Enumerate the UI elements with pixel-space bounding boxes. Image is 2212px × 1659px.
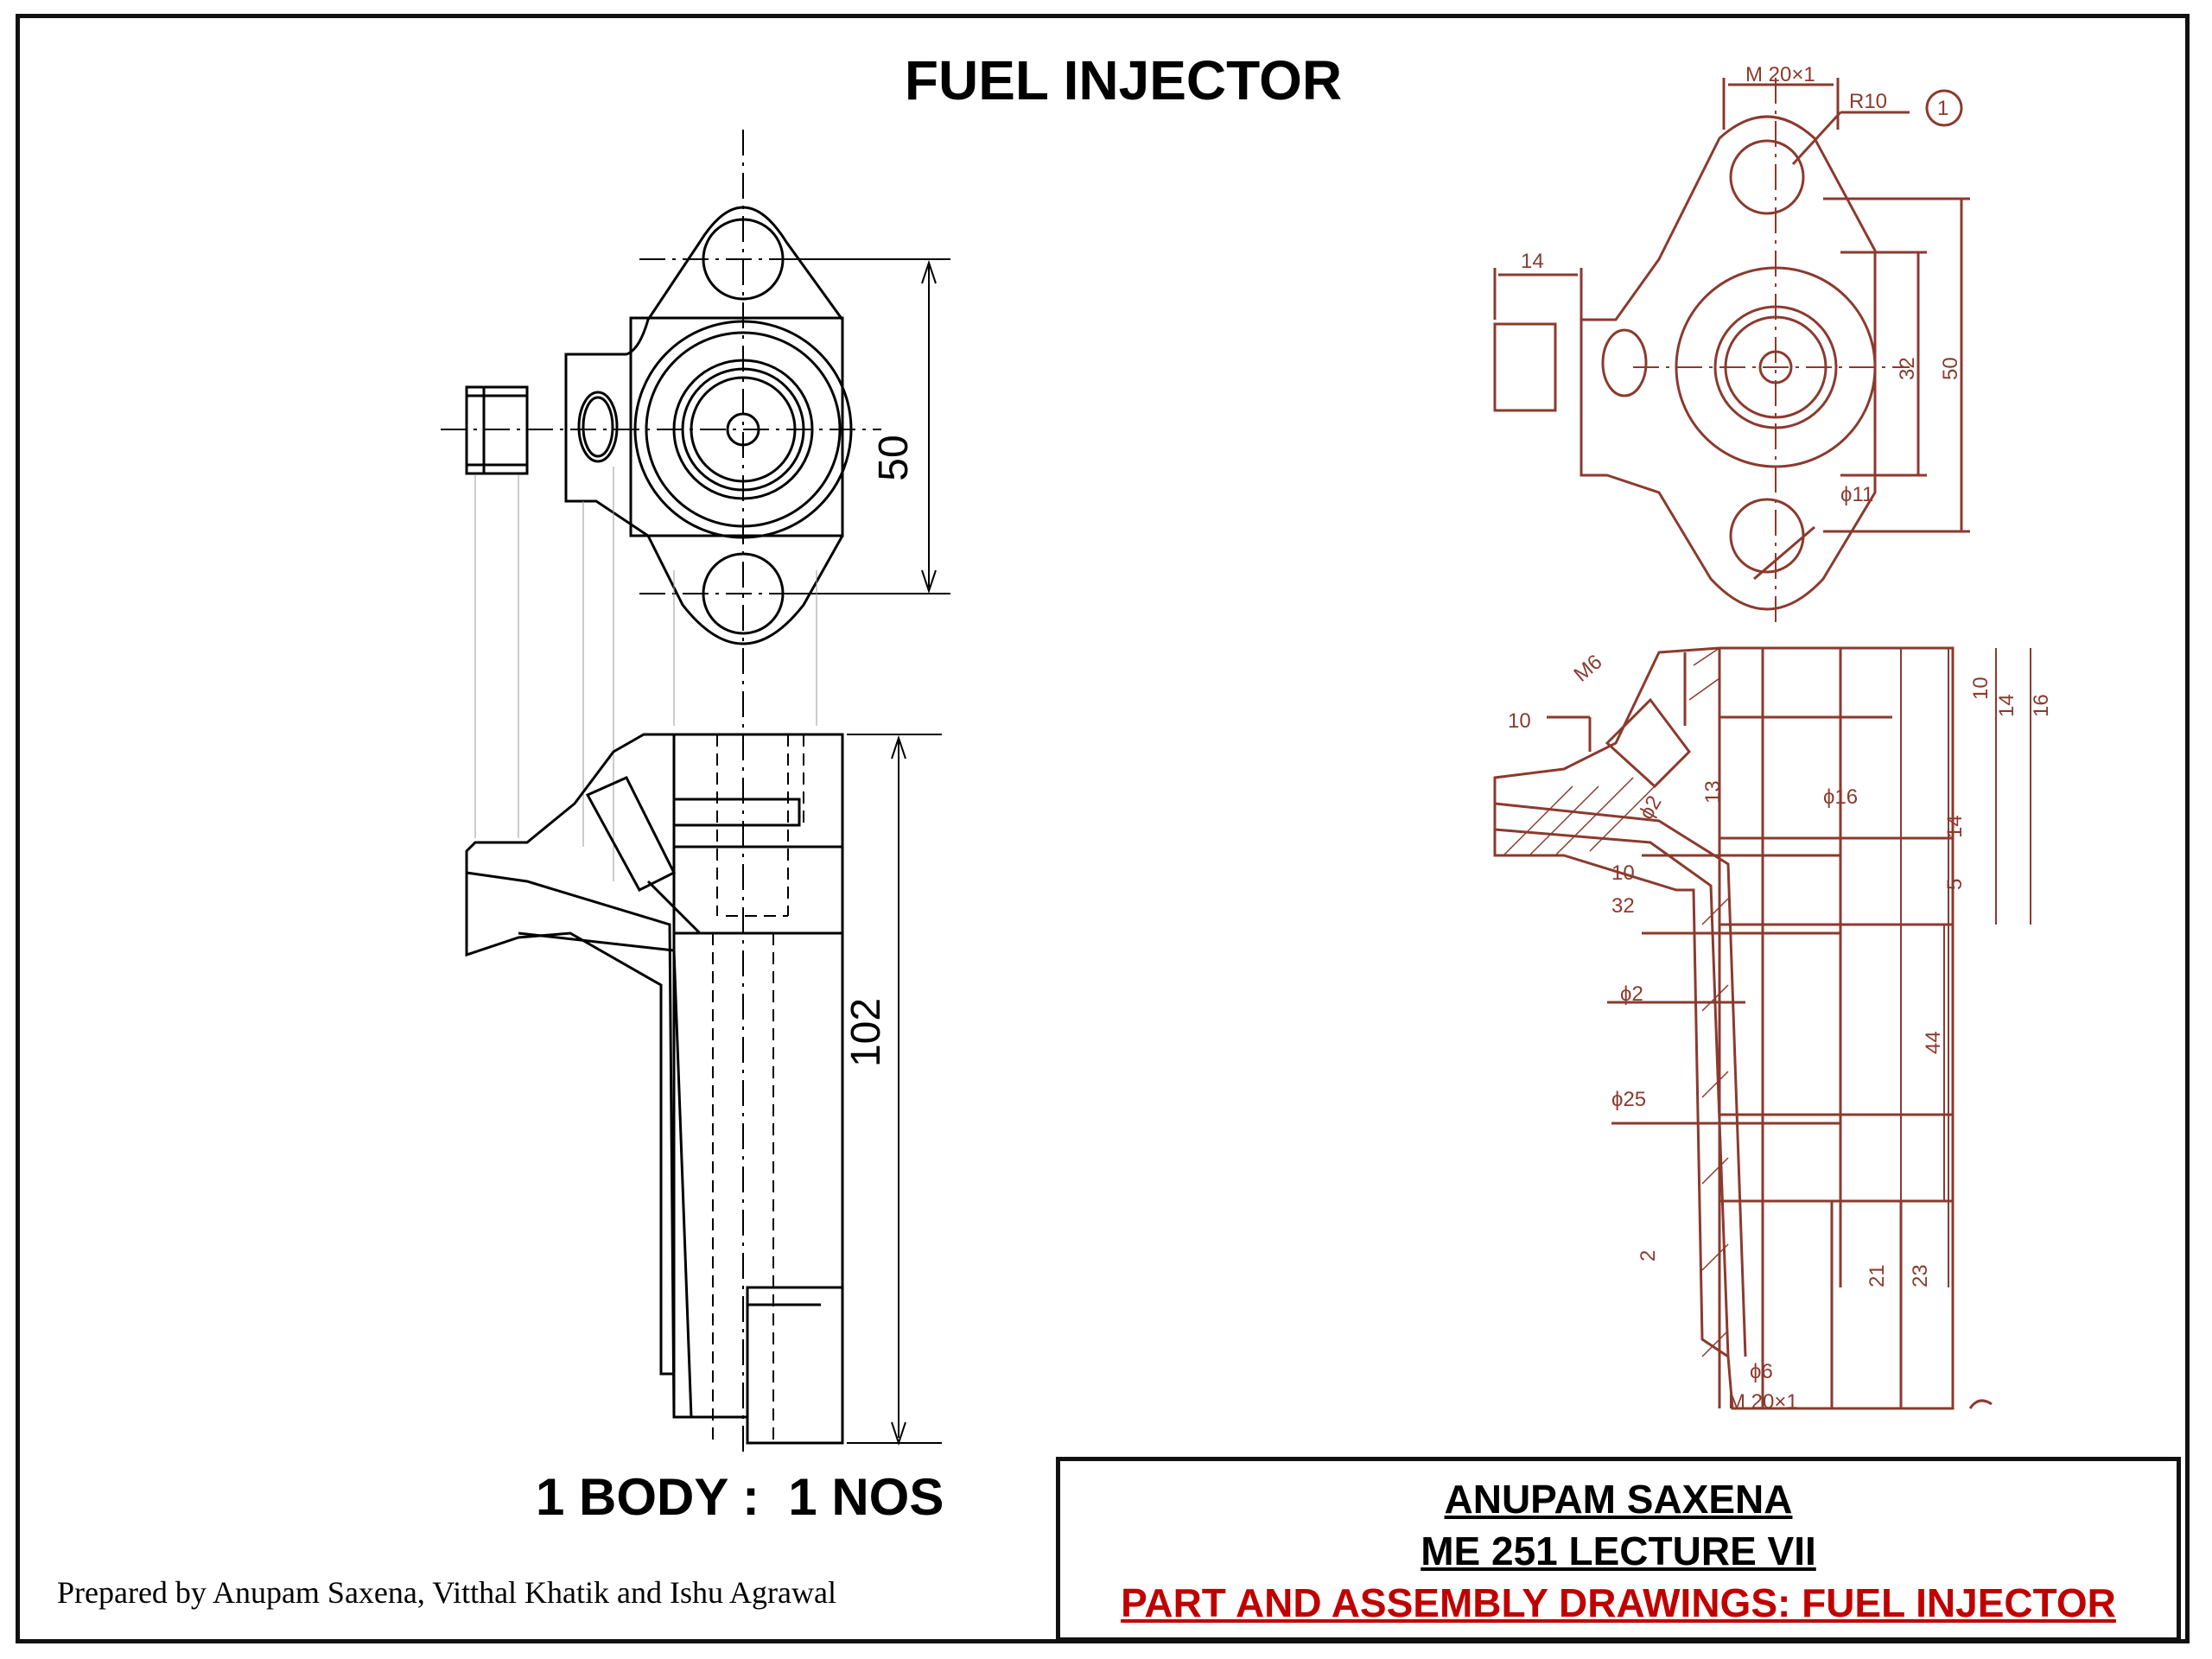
title-block-lecture: ME 251 LECTURE VII — [1421, 1529, 1816, 1573]
ref-label-44: 44 — [1922, 1031, 1945, 1054]
ref-label-14c: 14 — [1943, 815, 1967, 838]
body-cad-drawing: 50 102 — [441, 130, 950, 1452]
ref-label-r10: R10 — [1849, 90, 1887, 113]
title-block: ANUPAM SAXENA ME 251 LECTURE VII PART AN… — [1056, 1457, 2181, 1642]
ref-label-5: 5 — [1943, 879, 1967, 890]
ref-label-50: 50 — [1939, 357, 1962, 380]
ref-label-14b: 14 — [1995, 694, 2018, 717]
ref-label-32: 32 — [1896, 357, 1919, 380]
ref-label-13: 13 — [1701, 780, 1725, 804]
ref-label-phi2b: ϕ2 — [1620, 982, 1643, 1006]
ref-label-phi11: ϕ11 — [1840, 483, 1873, 506]
prepared-by-credit: Prepared by Anupam Saxena, Vitthal Khati… — [57, 1575, 836, 1610]
ref-label-phi6: ϕ6 — [1750, 1360, 1773, 1383]
ref-label-m20-top: M 20×1 — [1745, 63, 1815, 86]
title-block-author: ANUPAM SAXENA — [1444, 1477, 1793, 1522]
ref-label-m20-bottom: M 20×1 — [1728, 1390, 1798, 1414]
page-title: FUEL INJECTOR — [904, 49, 1343, 111]
dim-50-label: 50 — [871, 435, 917, 480]
ref-label-m6: M6 — [1570, 650, 1607, 686]
ref-label-10a: 10 — [1508, 709, 1531, 733]
reference-drawing: M 20×1 R10 1 14 32 50 ϕ11 M6 10 10 14 16… — [1493, 63, 2053, 1414]
ref-label-10b: 10 — [1969, 677, 1993, 700]
part-quantity-label: 1 BODY : 1 NOS — [536, 1468, 944, 1526]
title-block-subject: PART AND ASSEMBLY DRAWINGS: FUEL INJECTO… — [1121, 1580, 2116, 1625]
ref-label-23: 23 — [1909, 1264, 1932, 1287]
ref-label-14: 14 — [1521, 250, 1544, 273]
ref-label-21: 21 — [1866, 1264, 1889, 1287]
ref-label-phi25: ϕ25 — [1611, 1088, 1646, 1111]
ref-part-number: 1 — [1937, 97, 1948, 120]
ref-label-10c: 10 — [1611, 861, 1635, 885]
dim-102-label: 102 — [843, 998, 889, 1067]
ref-label-16: 16 — [2030, 694, 2053, 717]
ref-label-2: 2 — [1637, 1250, 1660, 1262]
ref-label-32b: 32 — [1611, 894, 1635, 918]
ref-label-phi16: ϕ16 — [1823, 785, 1858, 809]
